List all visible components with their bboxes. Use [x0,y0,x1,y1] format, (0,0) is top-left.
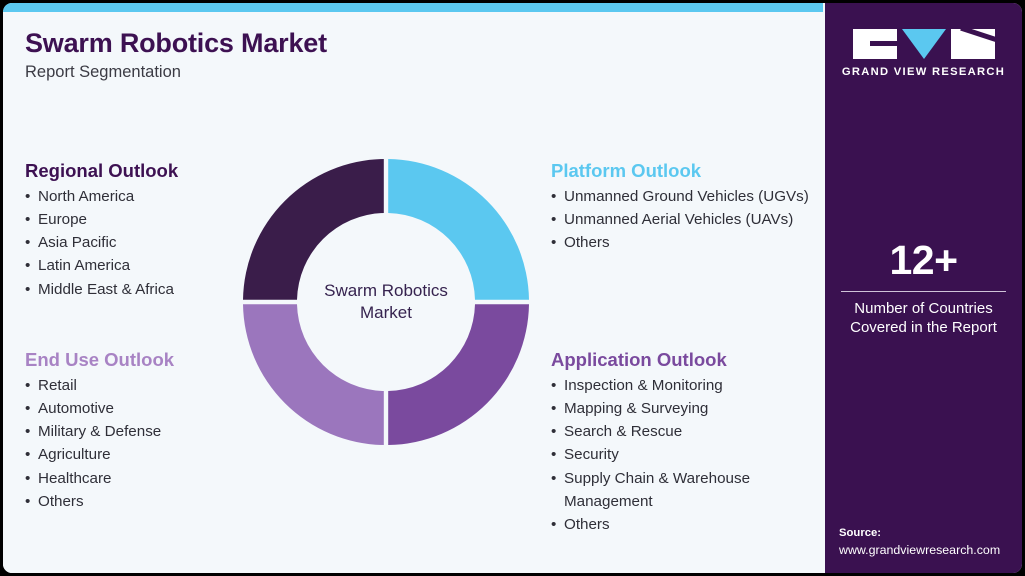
list-item: • Healthcare [25,467,275,490]
list-item-label: Latin America [38,257,131,275]
logo-g-icon [852,29,897,59]
bullet-icon: • [25,234,31,252]
stat-value: 12+ [889,237,958,283]
bullet-icon: • [551,234,557,252]
list-item: • Others [551,513,813,536]
bullet-icon: • [25,423,31,441]
list-item-label: Retail [38,377,77,395]
list-item: • Unmanned Ground Vehicles (UGVs) [551,185,813,208]
segment-title-end-use: End Use Outlook [25,349,175,370]
list-item: • Unmanned Aerial Vehicles (UAVs) [551,208,813,231]
donut-segment-end-use [243,304,384,445]
list-item-label: Asia Pacific [38,234,117,252]
segment-application-outlook: Application Outlook • Inspection & Monito… [551,349,813,536]
bullet-icon: • [551,211,557,229]
list-item: • Others [551,231,813,254]
infographic-card: Swarm Robotics Market Report Segmentatio… [3,3,1022,573]
list-item: • Asia Pacific [25,231,275,254]
bullet-icon: • [25,257,31,275]
logo-wordmark: GRAND VIEW RESEARCH [841,66,1006,78]
list-item-label: Europe [38,211,87,229]
bullet-icon: • [25,400,31,418]
list-item-label: Unmanned Ground Vehicles (UGVs) [564,188,809,206]
donut-segment-platform [388,159,529,300]
donut-segment-regional [243,159,384,300]
list-item: • Military & Defense [25,420,275,443]
bullet-icon: • [551,188,557,206]
list-item: • North America [25,185,275,208]
list-item-label: Unmanned Aerial Vehicles (UAVs) [564,211,794,229]
segment-platform-outlook: Platform Outlook • Unmanned Ground Vehicl… [551,160,813,254]
list-item-label: Others [564,515,610,533]
list-item: • Middle East & Africa [25,278,275,301]
list-item-label: Supply Chain & Warehouse Management [564,469,751,510]
list-item: • Retail [25,374,275,397]
segment-list-regional: • North America • Europe • Asia Pacific • La… [25,185,275,300]
bullet-icon: • [25,446,31,464]
header: Swarm Robotics Market Report Segmentatio… [25,28,725,83]
list-item-label: Mapping & Surveying [564,400,709,418]
logo-r-icon [950,29,995,59]
source-label: Source: [839,527,882,540]
bullet-icon: • [551,377,557,395]
list-item: • Inspection & Monitoring [551,374,813,397]
segment-regional-outlook: Regional Outlook • North America • Europe … [25,160,275,301]
bullet-icon: • [551,469,557,487]
bullet-icon: • [25,188,31,206]
bullet-icon: • [25,492,31,510]
logo-marks [825,29,1022,59]
brand-logo: GRAND VIEW RESEARCH [825,29,1022,78]
logo-v-triangle-icon [901,29,946,59]
list-item-label: Inspection & Monitoring [564,377,723,395]
list-item-label: Agriculture [38,446,111,464]
list-item: • Agriculture [25,443,275,466]
bullet-icon: • [551,423,557,441]
side-panel: GRAND VIEW RESEARCH 12+ Number of Countr… [825,3,1022,573]
list-item-label: Others [38,492,84,510]
bullet-icon: • [25,211,31,229]
list-item: • Search & Rescue [551,420,813,443]
bullet-icon: • [551,446,557,464]
list-item: • Supply Chain & Warehouse Management [551,467,813,513]
segment-list-platform: • Unmanned Ground Vehicles (UGVs) • Unmann… [551,185,813,254]
segment-list-application: • Inspection & Monitoring • Mapping & Surv… [551,374,813,536]
stat-block: 12+ Number of Countries Covered in the R… [837,237,1010,337]
list-item-label: Healthcare [38,469,112,487]
segment-title-platform: Platform Outlook [551,160,702,181]
stat-divider [841,291,1006,293]
list-item-label: Military & Defense [38,423,162,441]
list-item: • Others [25,490,275,513]
segment-end-use-outlook: End Use Outlook • Retail • Automotive • Mil… [25,349,275,513]
page-subtitle: Report Segmentation [25,63,181,82]
bullet-icon: • [25,377,31,395]
list-item: • Security [551,443,813,466]
list-item-label: Middle East & Africa [38,280,174,298]
content-area: Swarm Robotics Market Report Segmentatio… [3,12,823,573]
list-item-label: North America [38,188,135,206]
bullet-icon: • [551,515,557,533]
list-item: • Automotive [25,397,275,420]
segmentation-donut-chart: Swarm Robotics Market [243,159,529,445]
donut-segment-application [388,304,529,445]
page-title: Swarm Robotics Market [25,28,327,58]
bullet-icon: • [25,469,31,487]
stat-label: Number of Countries Covered in the Repor… [850,300,997,337]
bullet-icon: • [25,280,31,298]
segment-list-end-use: •Retail •Automotive •Military & Defense … [25,374,275,513]
list-item-label: Automotive [38,400,114,418]
top-accent-bar [3,3,823,12]
source-url[interactable]: www.grandviewresearch.com [839,542,1001,557]
segment-title-regional: Regional Outlook [25,160,179,181]
bullet-icon: • [551,400,557,418]
list-item: • Latin America [25,254,275,277]
donut-svg [243,159,529,445]
list-item-label: Others [564,234,610,252]
source-block: Source: www.grandviewresearch.com [839,525,1019,559]
list-item: • Mapping & Surveying [551,397,813,420]
list-item-label: Security [564,446,619,464]
list-item: • Europe [25,208,275,231]
segment-title-application: Application Outlook [551,349,727,370]
list-item-label: Search & Rescue [564,423,683,441]
